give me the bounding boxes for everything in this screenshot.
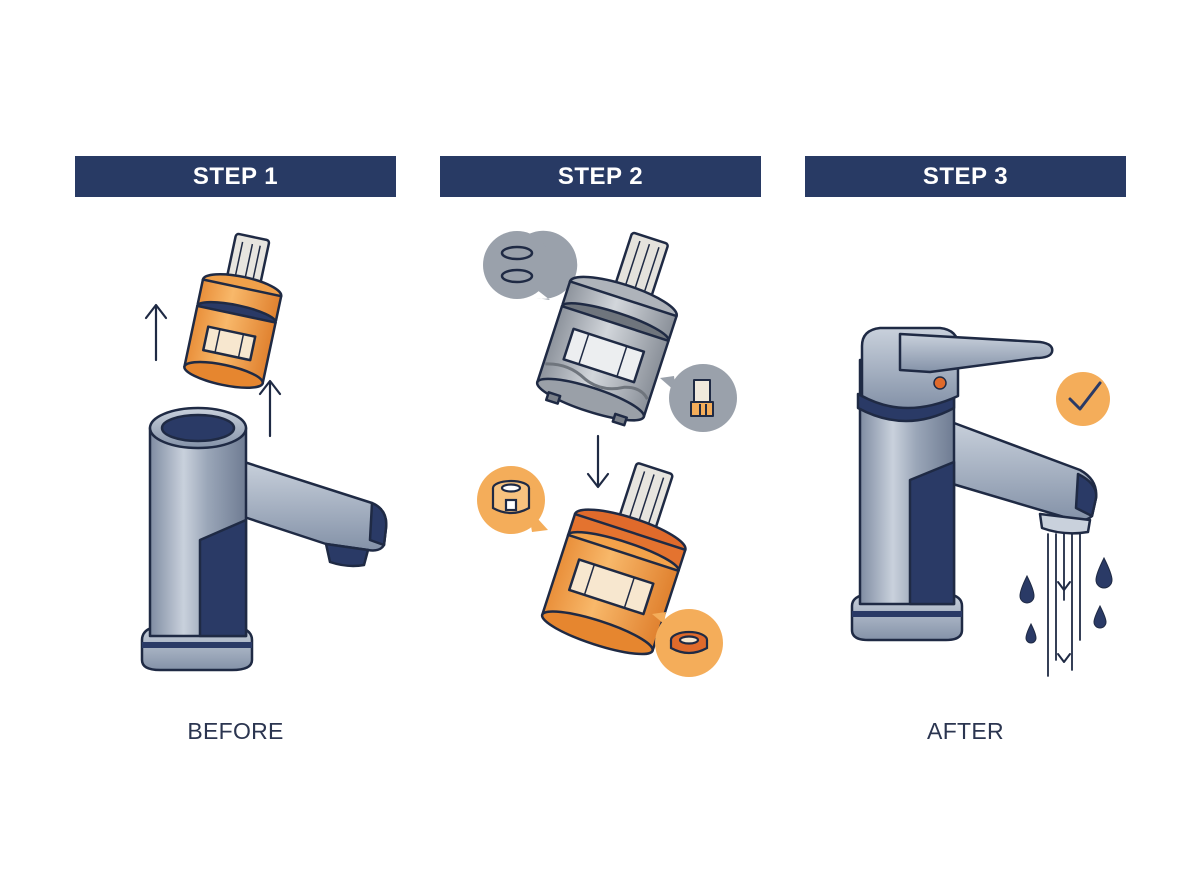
faucet-before [140, 406, 388, 672]
seal-badge [660, 364, 737, 432]
water-drop-icon [1025, 622, 1037, 644]
cartridge-worn [535, 231, 678, 427]
cartridge-new [540, 462, 687, 656]
water-drop-icon [1095, 556, 1113, 589]
check-icon [1068, 381, 1102, 411]
check-badge [1056, 372, 1110, 426]
up-arrow-icon [258, 379, 282, 438]
before-caption: BEFORE [187, 718, 284, 744]
o-ring-badge [483, 230, 578, 300]
after-caption: AFTER [927, 718, 1004, 744]
step-1-illustration [140, 232, 388, 672]
down-arrow-icon [586, 434, 610, 489]
down-arrow-icon [1057, 581, 1071, 663]
o-ring-icon [669, 630, 709, 655]
seal-icon [690, 379, 714, 417]
step-3-header: STEP 3 [805, 156, 1126, 197]
washer-icon [491, 479, 531, 515]
water-drop-icon [1019, 574, 1035, 604]
step-2-header: STEP 2 [440, 156, 761, 197]
water-stream [1047, 533, 1081, 677]
o-ring-icon [500, 245, 534, 284]
step-1-header: STEP 1 [75, 156, 396, 197]
step-3-illustration [850, 326, 1113, 677]
water-drop-icon [1093, 604, 1107, 629]
washer-badge [477, 466, 548, 534]
faucet-after [850, 326, 1098, 642]
step-2-illustration [477, 230, 737, 677]
up-arrow-icon [144, 303, 168, 362]
cartridge-old [183, 232, 283, 389]
ring-badge [652, 609, 723, 677]
